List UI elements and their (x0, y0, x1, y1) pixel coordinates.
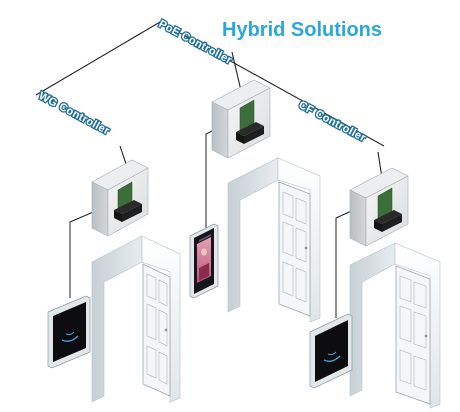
wall-right (349, 242, 441, 409)
wall-left (91, 235, 181, 403)
door-right (395, 265, 431, 405)
cf-controller-label: CF Controller (297, 99, 368, 145)
wg-controller-label: WG Controller (37, 90, 112, 138)
wg-card-reader (47, 295, 91, 369)
door-middle (278, 181, 311, 317)
door-left (142, 263, 171, 397)
poe-controller-box (211, 79, 271, 159)
diagram-title: Hybrid Solutions (222, 19, 382, 41)
wg-controller-box (91, 159, 149, 237)
cf-card-reader (309, 313, 353, 389)
cf-controller-box (349, 167, 409, 247)
wall-middle (227, 157, 321, 323)
poe-face-terminal (189, 223, 219, 299)
